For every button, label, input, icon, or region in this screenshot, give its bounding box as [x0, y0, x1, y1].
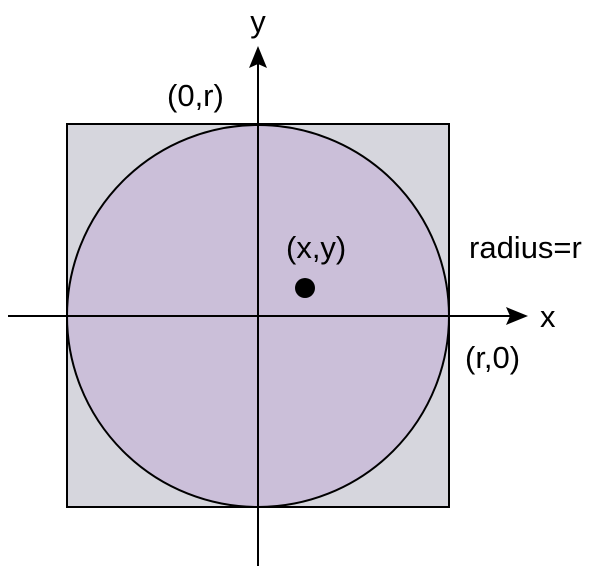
radius-label: radius=r	[469, 230, 582, 265]
top-point-label: (0,r)	[167, 78, 224, 113]
x-axis-arrowhead	[506, 307, 528, 325]
sample-point-label: (x,y)	[286, 230, 346, 265]
y-axis-arrowhead	[249, 46, 267, 68]
y-axis-label: y	[250, 4, 266, 39]
right-point-label: (r,0)	[465, 340, 520, 375]
x-axis-label: x	[540, 299, 556, 334]
sample-point-dot	[295, 278, 315, 298]
